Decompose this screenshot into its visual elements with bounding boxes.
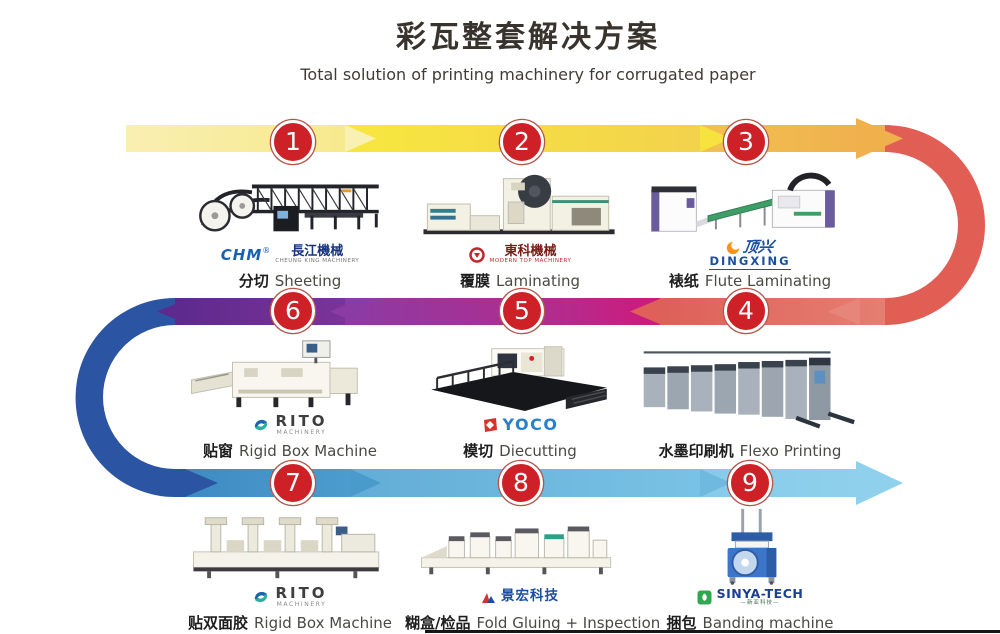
step-number-1: 1	[271, 120, 315, 164]
registered-mark: ®	[262, 246, 271, 255]
dingxing-logo-script: 顶兴	[742, 238, 775, 257]
dingxing-logo-text: DINGXING	[709, 254, 791, 270]
step-number-9: 9	[728, 461, 772, 505]
step-number-2: 2	[500, 120, 544, 164]
dingxing-icon	[727, 241, 740, 254]
dongke-logo-sub: MODERN TOP MACHINERY	[489, 258, 572, 265]
step-number-5: 5	[500, 289, 544, 333]
flute-laminating-machine-image	[635, 165, 865, 243]
bottom-edge-bar	[425, 630, 1000, 633]
rito-icon	[255, 419, 268, 431]
diecutting-machine-image	[405, 335, 635, 413]
step-number-4: 4	[724, 289, 768, 333]
rito-logo-sub: MACHINERY	[276, 601, 327, 608]
rito-logo-text: RITO	[275, 412, 328, 430]
rigid-box-machine-image	[175, 335, 405, 413]
rito-icon	[255, 591, 268, 603]
step-number-8: 8	[499, 461, 543, 505]
chm-logo-text: CHM	[220, 246, 263, 264]
sinya-tech-icon	[697, 590, 712, 604]
flexo-printing-machine-image	[635, 332, 865, 434]
header: 彩瓦整套解决方案 Total solution of printing mach…	[56, 12, 1000, 84]
dingxing-logo: 顶兴 DINGXING	[635, 238, 865, 270]
page-title: 彩瓦整套解决方案	[396, 20, 660, 55]
dongke-logo-cn: 東科機械	[504, 244, 557, 260]
chm-logo-cn: 長江機械	[291, 244, 344, 260]
taping-machine-image	[175, 507, 405, 585]
fold-gluing-machine-image	[405, 507, 635, 585]
sinya-logo-text: SINYA-TECH	[716, 585, 804, 601]
jinghong-logo-text: 景宏科技	[501, 588, 559, 605]
yoco-icon	[483, 418, 497, 432]
step-number-6: 6	[271, 289, 315, 333]
banding-machine-image	[635, 507, 865, 585]
page-subtitle: Total solution of printing machinery for…	[300, 65, 756, 84]
jinghong-icon	[482, 592, 495, 603]
sheeting-machine-image	[175, 165, 405, 243]
dongke-icon	[468, 247, 485, 263]
laminating-machine-image	[405, 165, 635, 243]
sinya-tech-logo: SINYA-TECH—新亚科技—	[635, 585, 865, 609]
jinghong-logo: 景宏科技	[405, 585, 635, 609]
sinya-logo-sub: —新亚科技—	[740, 600, 780, 606]
rito-logo-text: RITO	[275, 584, 328, 602]
yoco-logo: YOCO	[405, 413, 635, 437]
chm-logo-sub: CHEUNG KING MACHINERY	[275, 258, 360, 265]
yoco-logo-text: YOCO	[502, 415, 559, 434]
step-number-3: 3	[724, 120, 768, 164]
rito-logo-sub: MACHINERY	[276, 429, 327, 436]
step-number-7: 7	[271, 461, 315, 505]
